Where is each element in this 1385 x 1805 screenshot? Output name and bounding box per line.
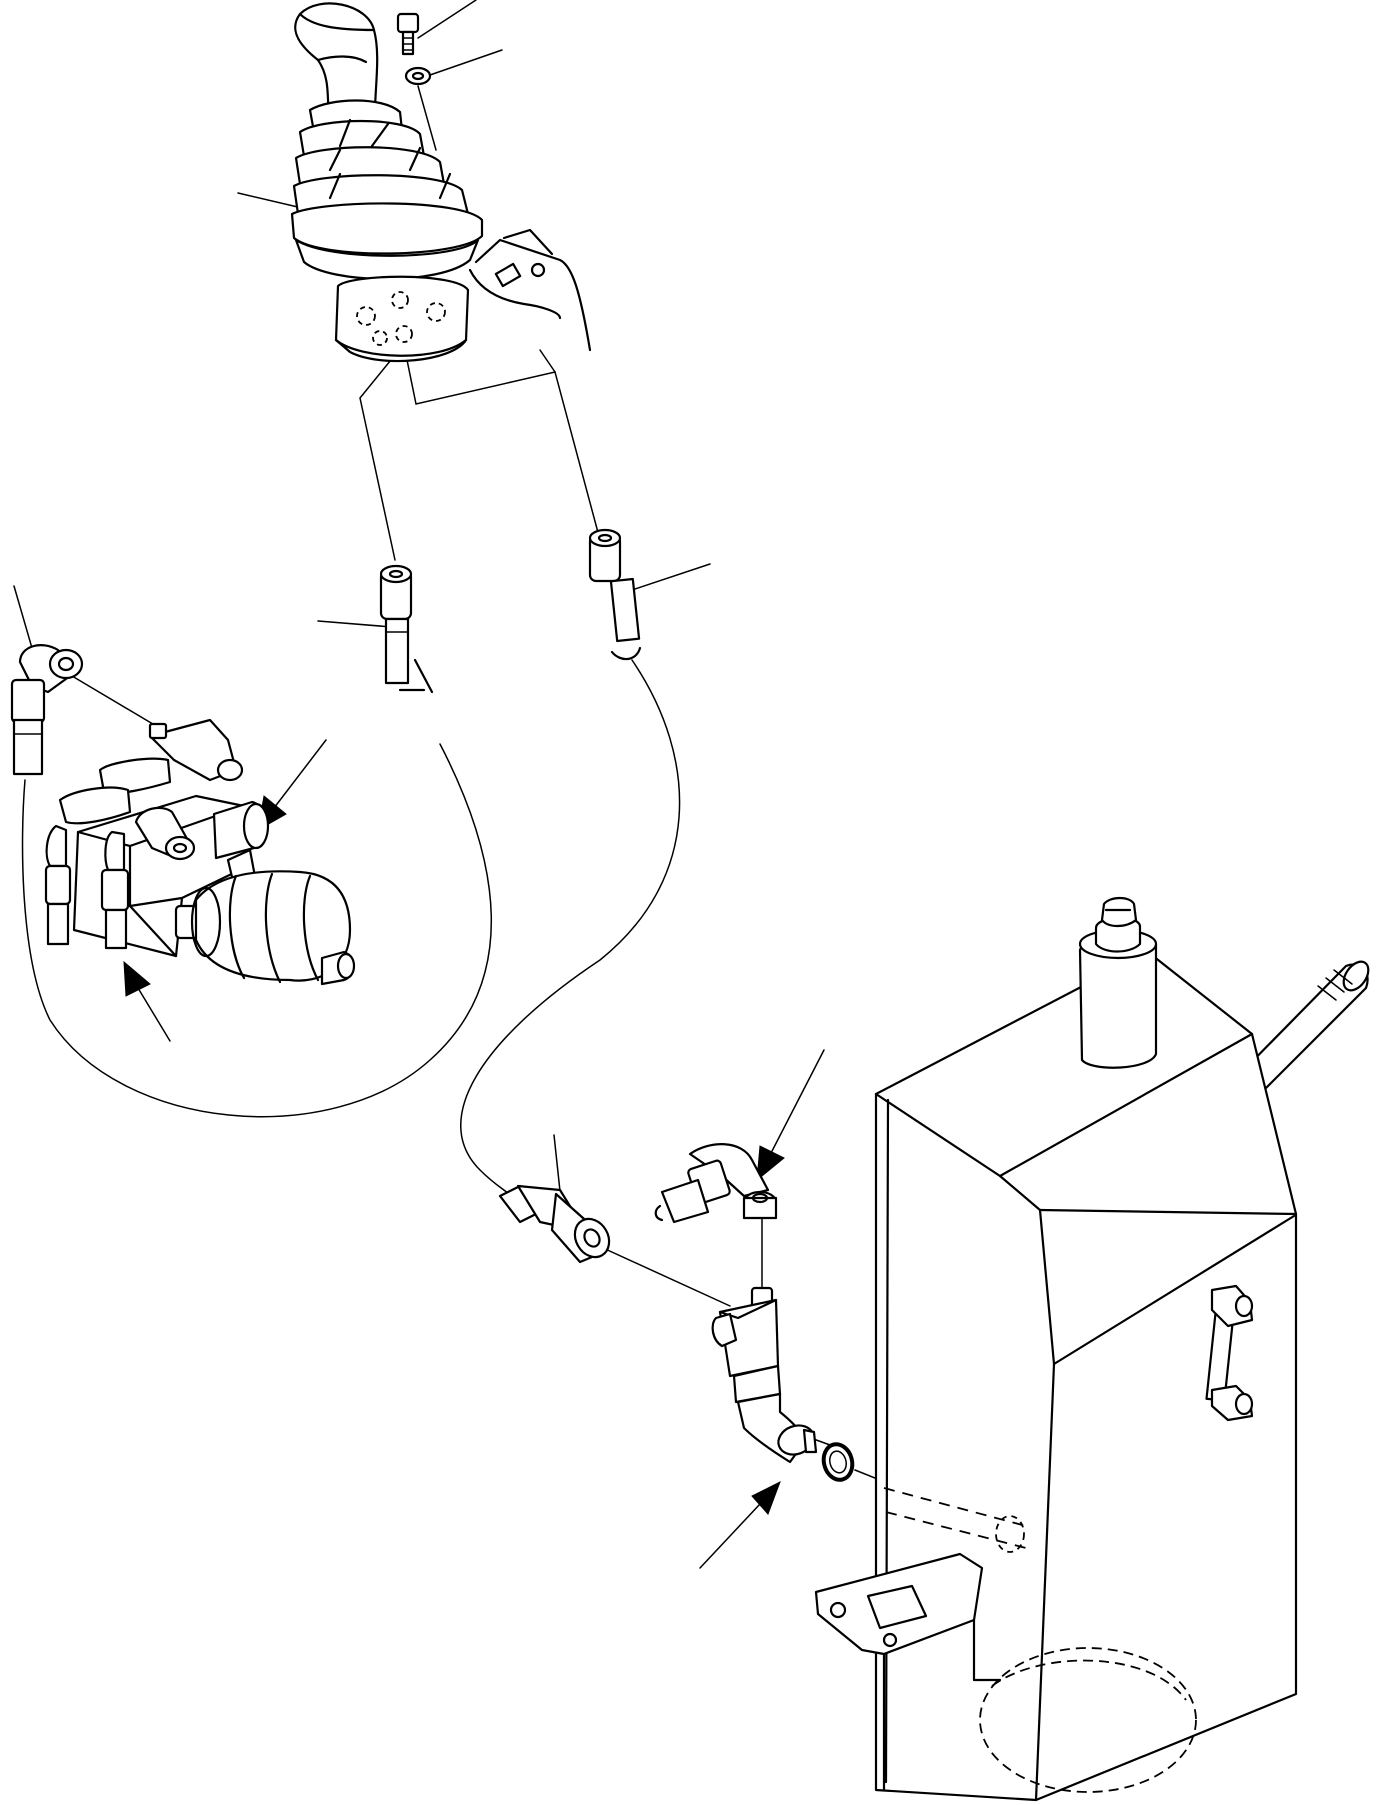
hose-fitting xyxy=(379,564,434,694)
hydraulic-tank xyxy=(814,896,1370,1802)
hose-fitting xyxy=(588,528,642,661)
valve-block-with-accumulator xyxy=(44,718,356,986)
elbow-fitting xyxy=(654,1143,778,1224)
elbow-fitting xyxy=(10,644,84,776)
bolt xyxy=(396,12,420,56)
connection-lines xyxy=(21,349,891,1485)
tee-fitting xyxy=(711,1286,818,1464)
washer xyxy=(404,66,437,151)
leader-lines xyxy=(13,0,711,1211)
joystick-lever-with-boot xyxy=(290,2,592,363)
o-ring xyxy=(821,1442,855,1482)
hose-fitting xyxy=(498,1184,611,1264)
arrows xyxy=(123,739,825,1569)
